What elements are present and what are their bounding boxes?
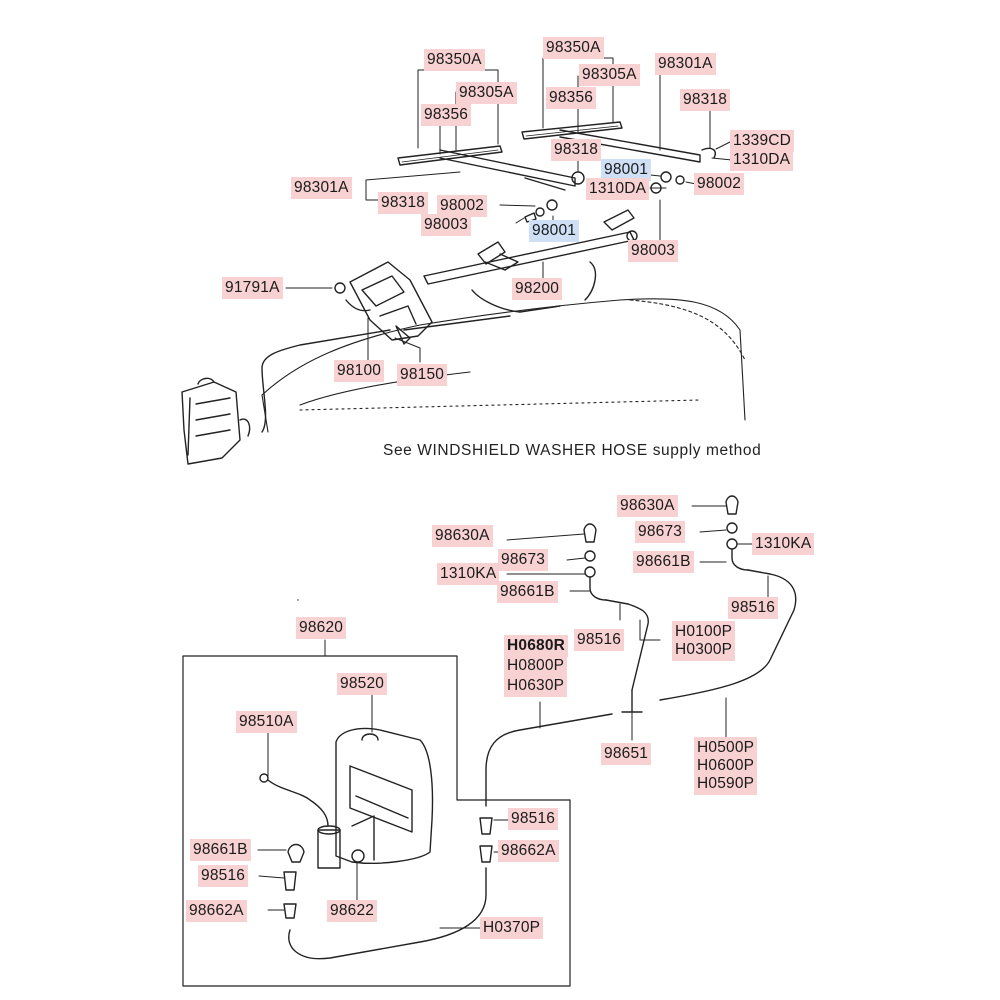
part-label-98661b[interactable]: 98661B (633, 551, 694, 573)
reservoir-box (182, 655, 571, 987)
part-label-98305a[interactable]: 98305A (579, 64, 640, 86)
part-label-98350a[interactable]: 98350A (424, 49, 485, 71)
part-label-98651[interactable]: 98651 (601, 743, 652, 765)
reservoir-tank (335, 727, 434, 864)
part-label-98662a[interactable]: 98662A (186, 900, 247, 922)
part-label-1339cd[interactable]: 1339CD (730, 130, 795, 152)
part-label-h0590p[interactable]: H0590P (694, 773, 758, 795)
nozzle-left (583, 523, 607, 601)
part-label-98350a[interactable]: 98350A (543, 37, 604, 59)
part-label-h0370p[interactable]: H0370P (480, 917, 544, 939)
part-label-98003[interactable]: 98003 (628, 240, 679, 262)
part-label-91791a[interactable]: 91791A (222, 277, 283, 299)
part-label-1310ka[interactable]: 1310KA (752, 533, 815, 555)
part-label-98673[interactable]: 98673 (635, 521, 686, 543)
part-label-h0680r[interactable]: H0680R (504, 635, 569, 657)
part-label-1310da[interactable]: 1310DA (586, 178, 650, 200)
part-label-98356[interactable]: 98356 (546, 87, 597, 109)
part-label-98305a[interactable]: 98305A (456, 82, 517, 104)
part-label-98318[interactable]: 98318 (378, 192, 429, 214)
part-label-98620[interactable]: 98620 (296, 617, 347, 639)
part-label-h0600p[interactable]: H0600P (694, 755, 758, 777)
part-label-98673[interactable]: 98673 (498, 549, 549, 571)
part-label-h0800p[interactable]: H0800P (504, 655, 568, 677)
part-label-98150[interactable]: 98150 (397, 364, 448, 386)
nozzle-right (725, 495, 749, 571)
part-label-98200[interactable]: 98200 (512, 278, 563, 300)
part-label-h0500p[interactable]: H0500P (694, 737, 758, 759)
washer-hoses (288, 569, 797, 960)
part-label-98510a[interactable]: 98510A (236, 711, 297, 733)
washer-pump (259, 773, 365, 869)
part-label-98622[interactable]: 98622 (327, 900, 378, 922)
part-label-h0300p[interactable]: H0300P (672, 639, 736, 661)
reservoir-top (181, 377, 251, 465)
supply-method-note: See WINDSHIELD WASHER HOSE supply method (383, 442, 762, 459)
wiper-motor (334, 261, 433, 345)
part-label-98001[interactable]: 98001 (529, 220, 580, 242)
part-label-1310da[interactable]: 1310DA (730, 149, 794, 171)
leaders-bottom (257, 505, 769, 929)
part-label-h0100p[interactable]: H0100P (672, 621, 736, 643)
part-label-98301a[interactable]: 98301A (291, 177, 352, 199)
part-label-98630a[interactable]: 98630A (617, 495, 678, 517)
part-label-98516[interactable]: 98516 (728, 597, 779, 619)
washer-hose-top (261, 315, 511, 433)
part-label-98630a[interactable]: 98630A (432, 525, 493, 547)
wiper-blade-left (397, 145, 576, 191)
part-label-98301a[interactable]: 98301A (655, 53, 716, 75)
part-label-98516[interactable]: 98516 (198, 865, 249, 887)
part-label-98356[interactable]: 98356 (421, 104, 472, 126)
part-label-98002[interactable]: 98002 (694, 173, 745, 195)
part-label-98318[interactable]: 98318 (680, 89, 731, 111)
part-label-1310ka[interactable]: 1310KA (437, 563, 500, 585)
pump-hose (283, 843, 305, 919)
part-label-98002[interactable]: 98002 (437, 195, 488, 217)
part-label-98662a[interactable]: 98662A (498, 840, 559, 862)
part-label-98661b[interactable]: 98661B (497, 581, 558, 603)
part-label-98661b[interactable]: 98661B (190, 839, 251, 861)
part-label-h0630p[interactable]: H0630P (504, 675, 568, 697)
part-label-98520[interactable]: 98520 (337, 673, 388, 695)
part-label-98003[interactable]: 98003 (421, 214, 472, 236)
part-label-98516[interactable]: 98516 (508, 808, 559, 830)
wiper-blade-right (521, 121, 716, 163)
part-label-98100[interactable]: 98100 (334, 360, 385, 382)
wiper-linkage (423, 209, 638, 313)
part-label-98516[interactable]: 98516 (574, 629, 625, 651)
part-label-98318[interactable]: 98318 (551, 139, 602, 161)
part-label-98001[interactable]: 98001 (601, 159, 652, 181)
